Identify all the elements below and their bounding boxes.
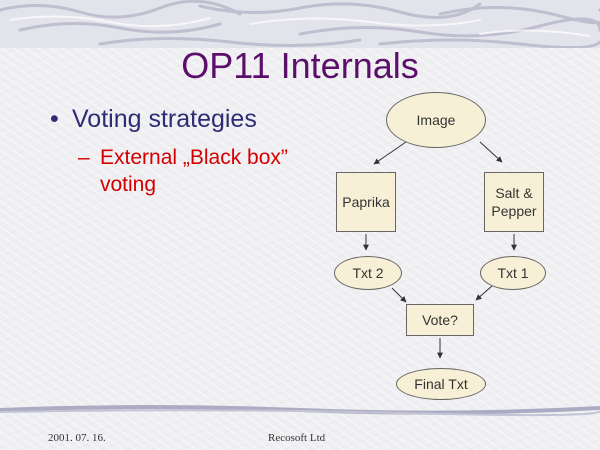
- footer-company: Recosoft Ltd: [268, 432, 326, 444]
- bottom-divider-decoration: [0, 405, 600, 417]
- node-image: Image: [386, 92, 486, 148]
- bullet-item: • Voting strategies: [50, 104, 257, 134]
- node-final-txt: Final Txt: [396, 368, 486, 400]
- node-vote: Vote?: [406, 304, 474, 336]
- sub-bullet-text: External „Black box” voting: [100, 146, 288, 196]
- bullet-text: Voting strategies: [72, 105, 257, 133]
- sub-bullet-item: – External „Black box” voting: [78, 144, 308, 198]
- node-txt2: Txt 2: [334, 256, 402, 290]
- top-banner-decoration: [0, 0, 600, 48]
- bullet-dot-icon: •: [50, 105, 59, 133]
- sub-bullet-dash-icon: –: [78, 146, 90, 169]
- arrow-image-to-saltpepper: [479, 141, 503, 163]
- node-paprika: Paprika: [336, 172, 396, 232]
- node-salt-pepper: Salt & Pepper: [484, 172, 544, 232]
- slide-title: OP11 Internals: [181, 45, 419, 86]
- arrow-txt2-to-vote: [391, 287, 407, 303]
- arrow-txt1-to-vote: [475, 285, 493, 301]
- arrow-image-to-paprika: [373, 141, 407, 165]
- node-txt1: Txt 1: [480, 256, 546, 290]
- footer-date: 2001. 07. 16.: [48, 432, 106, 444]
